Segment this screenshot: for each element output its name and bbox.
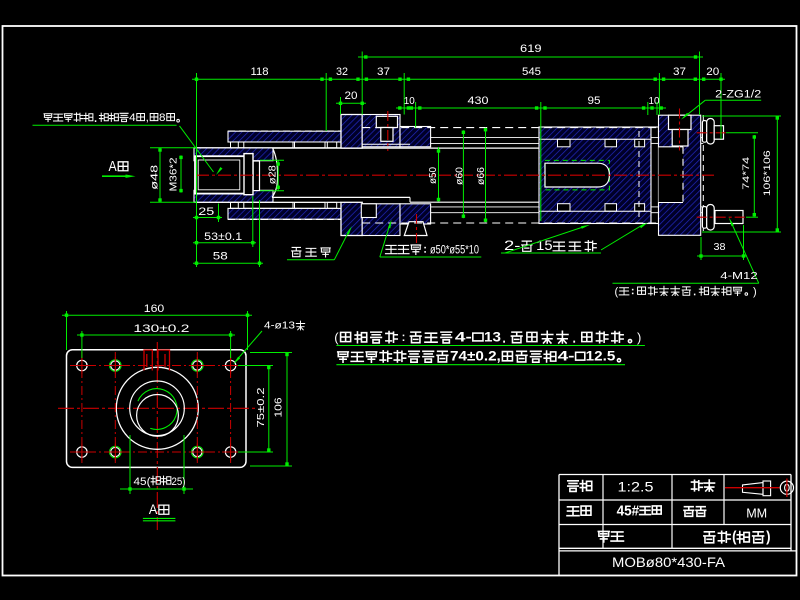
svg-text:4-ø13: 4-ø13 [264, 320, 295, 332]
svg-text:ø50*ø55*10: ø50*ø55*10 [430, 244, 479, 256]
svg-text:74*74: 74*74 [741, 157, 751, 190]
svg-text:ø48: ø48 [149, 164, 160, 190]
svg-text:): ) [753, 286, 757, 298]
svg-text:160: 160 [144, 303, 165, 315]
svg-text:545: 545 [522, 66, 541, 78]
svg-text:430: 430 [468, 95, 489, 107]
svg-text:13: 13 [484, 328, 501, 344]
svg-text:75±0.2: 75±0.2 [256, 387, 267, 428]
svg-text:53±0.1: 53±0.1 [204, 231, 242, 243]
svg-text:M36*2: M36*2 [168, 157, 179, 192]
svg-text:106: 106 [273, 397, 284, 418]
svg-text:ø50: ø50 [428, 167, 439, 184]
svg-text:4-M12: 4-M12 [720, 270, 758, 282]
svg-text:4-: 4- [558, 348, 575, 364]
svg-text:20: 20 [345, 90, 358, 102]
svg-text:32: 32 [336, 66, 348, 78]
svg-text:45(: 45( [134, 476, 151, 488]
svg-text:15: 15 [536, 238, 553, 253]
svg-text:ø60: ø60 [455, 167, 466, 185]
svg-text:74±0.2,: 74±0.2, [450, 348, 501, 364]
svg-text:ø28: ø28 [267, 165, 278, 184]
svg-text:37: 37 [673, 66, 686, 78]
svg-text:10: 10 [404, 95, 415, 107]
svg-text:1:2.5: 1:2.5 [618, 480, 654, 495]
svg-text:8: 8 [159, 112, 166, 124]
svg-text:MOBø80*430-FA: MOBø80*430-FA [612, 555, 725, 570]
svg-text:ø66: ø66 [476, 167, 487, 185]
svg-text:10: 10 [649, 95, 660, 107]
svg-text:(: ( [334, 330, 339, 345]
svg-text:): ) [637, 330, 641, 345]
svg-text:58: 58 [213, 251, 228, 263]
svg-text:(: ( [732, 529, 737, 545]
svg-text:2-ZG1/2: 2-ZG1/2 [715, 89, 761, 101]
svg-text:A: A [109, 159, 117, 175]
svg-text:4-: 4- [455, 328, 472, 344]
svg-text:A: A [149, 501, 158, 517]
svg-text:37: 37 [377, 66, 390, 78]
svg-text:118: 118 [251, 66, 269, 78]
svg-text:20: 20 [706, 66, 719, 78]
svg-text:): ) [766, 529, 771, 545]
svg-text:12.5: 12.5 [586, 348, 616, 364]
svg-text:38: 38 [714, 241, 726, 253]
svg-text:MM: MM [746, 506, 767, 521]
svg-text:106*106: 106*106 [762, 150, 772, 196]
svg-text:95: 95 [588, 95, 601, 107]
svg-text:,: , [146, 112, 149, 124]
svg-text:619: 619 [520, 43, 542, 55]
svg-text:25: 25 [198, 206, 214, 218]
svg-text:45#: 45# [617, 503, 640, 519]
svg-text:25): 25) [172, 476, 186, 488]
svg-text:130±0.2: 130±0.2 [133, 323, 189, 335]
svg-text:(: ( [615, 286, 619, 298]
svg-text:4: 4 [129, 112, 136, 124]
